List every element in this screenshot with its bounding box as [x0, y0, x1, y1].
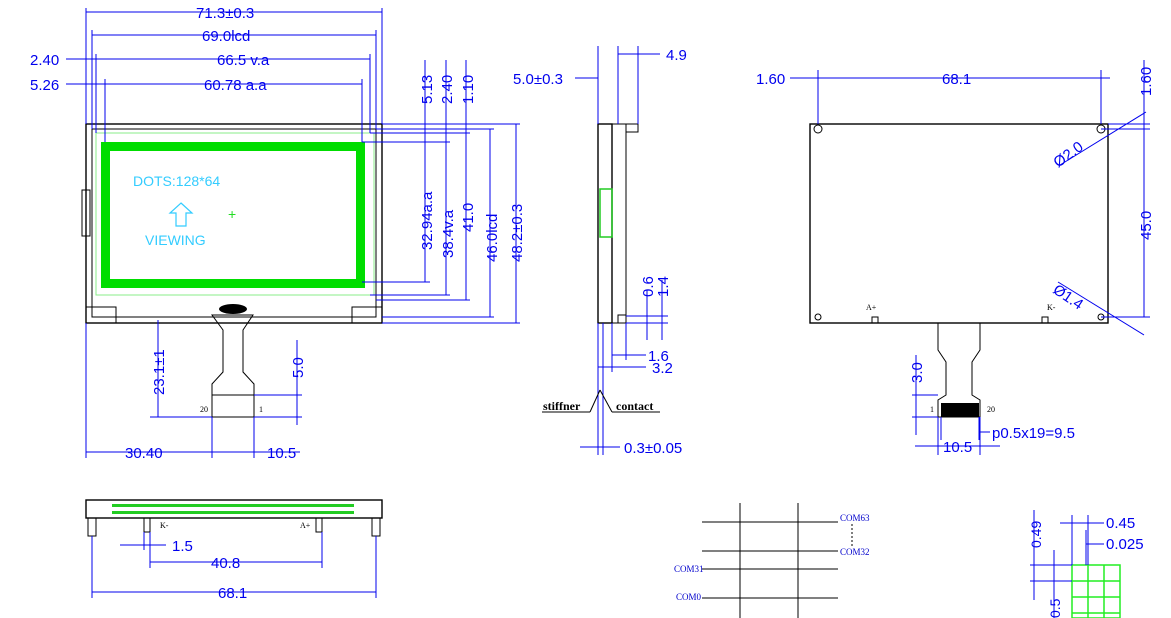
dim-lcd-width: 69.0lcd [202, 28, 250, 45]
view-area [95, 132, 375, 296]
active-area [110, 151, 356, 279]
side-view: 5.0±0.3 4.9 0.6 1.4 1.6 3.2 stiffner con… [513, 46, 687, 457]
module-outline [85, 123, 383, 324]
dim-0-6: 0.6 [640, 276, 657, 297]
dim-1-5: 1.5 [172, 538, 193, 555]
dim-overall-width: 71.3±0.3 [196, 5, 254, 22]
side-backlight [599, 188, 613, 238]
front-view: DOTS:128*64 VIEWING + 20 1 71.3±0.3 69.0… [30, 5, 526, 462]
dim-rear-hole-offset-y: 1.60 [1138, 67, 1155, 96]
viewing-label: VIEWING [145, 232, 206, 248]
dim-aa-height: 32.94a.a [419, 191, 436, 250]
dim-68-1: 68.1 [218, 585, 247, 602]
com31-label: COM31 [674, 564, 704, 574]
dim-3-2: 3.2 [652, 360, 673, 377]
dim-lcd-top: 1.10 [460, 75, 477, 104]
dim-rear-fpc-tab: 3.0 [909, 362, 926, 383]
left-tab [81, 189, 91, 237]
rear-pin-1-label: 1 [930, 405, 934, 414]
dim-thickness: 5.0±0.3 [513, 71, 563, 88]
dim-41: 41.0 [460, 203, 477, 232]
com63-label: COM63 [840, 513, 870, 523]
dim-0-49: 0.49 [1028, 521, 1044, 548]
dim-hole-dia-top: Ø2.0 [1050, 138, 1086, 171]
dim-rear-hole-pitch: 68.1 [942, 71, 971, 88]
dim-va-height: 38.4v.a [440, 209, 457, 258]
dim-lcd-height: 46.0lcd [484, 214, 501, 262]
side-pin [625, 123, 639, 133]
dim-va-offset: 2.40 [30, 52, 59, 69]
viewing-arrow-icon [168, 202, 194, 227]
lcd-outline [91, 128, 377, 318]
pin-20-label: 20 [200, 405, 208, 414]
fpc-connector-icon [219, 304, 247, 314]
com-diagram: COM63 COM32 COM31 COM0 [674, 503, 870, 618]
dim-fpc-width: 10.5 [267, 445, 296, 462]
dim-0-025: 0.025 [1106, 536, 1144, 553]
dim-1-4: 1.4 [655, 276, 672, 297]
dim-0-3: 0.3±0.05 [624, 440, 682, 457]
dot-detail: 0.49 0.5 0.45 0.025 [1028, 510, 1144, 618]
dim-aa-top: 5.13 [419, 75, 436, 104]
dim-0-5: 0.5 [1047, 598, 1063, 618]
hole-bottom-left-icon [814, 313, 822, 321]
dim-fpc-length: 23.1±1 [151, 349, 168, 395]
dim-0-45: 0.45 [1106, 515, 1135, 532]
stiffner-label: stiffner [543, 399, 581, 413]
com32-label: COM32 [840, 547, 870, 557]
left-foot [85, 306, 117, 324]
dot-grid [1071, 564, 1121, 618]
bottom-outline [85, 499, 383, 519]
dim-fpc-tab: 5.0 [290, 357, 307, 378]
rear-view: A+ K- 1 20 1.60 68.1 1.60 45.0 Ø2.0 Ø1.4… [756, 60, 1155, 456]
dim-va-top: 2.40 [439, 75, 456, 104]
rear-pin-20-label: 20 [987, 405, 995, 414]
fpc-contacts [941, 403, 979, 417]
dim-rear-hole-offset: 1.60 [756, 71, 785, 88]
dim-fpc-pos: 30.40 [125, 445, 163, 462]
dim-pitch: p0.5x19=9.5 [992, 425, 1075, 442]
rear-k-minus: K- [1047, 303, 1056, 312]
dim-overall-height: 48.2±0.3 [509, 204, 526, 262]
dim-1-6: 1.6 [648, 348, 669, 365]
right-foot [351, 306, 383, 324]
bottom-k-minus: K- [160, 521, 169, 530]
fpc-cable [211, 314, 255, 418]
dim-va-width: 66.5 v.a [217, 52, 270, 69]
dim-rear-fpc-width: 10.5 [943, 439, 972, 456]
dim-rear-hole-pitch-y: 45.0 [1138, 211, 1155, 240]
dim-aa-width: 60.78 a.a [204, 77, 267, 94]
dots-label: DOTS:128*64 [133, 173, 220, 189]
dim-40-8: 40.8 [211, 555, 240, 572]
bottom-view: K- A+ 1.5 40.8 68.1 [85, 499, 383, 602]
plus-mark: + [228, 206, 236, 222]
dim-aa-offset: 5.26 [30, 77, 59, 94]
rear-a-plus: A+ [866, 303, 877, 312]
hole-top-left-icon [813, 124, 823, 134]
pin-1-label: 1 [259, 405, 263, 414]
rear-fpc-cable [937, 322, 981, 418]
bottom-a-plus: A+ [300, 521, 311, 530]
com0-label: COM0 [676, 592, 702, 602]
contact-label: contact [616, 399, 653, 413]
dim-pin-length: 4.9 [666, 47, 687, 64]
